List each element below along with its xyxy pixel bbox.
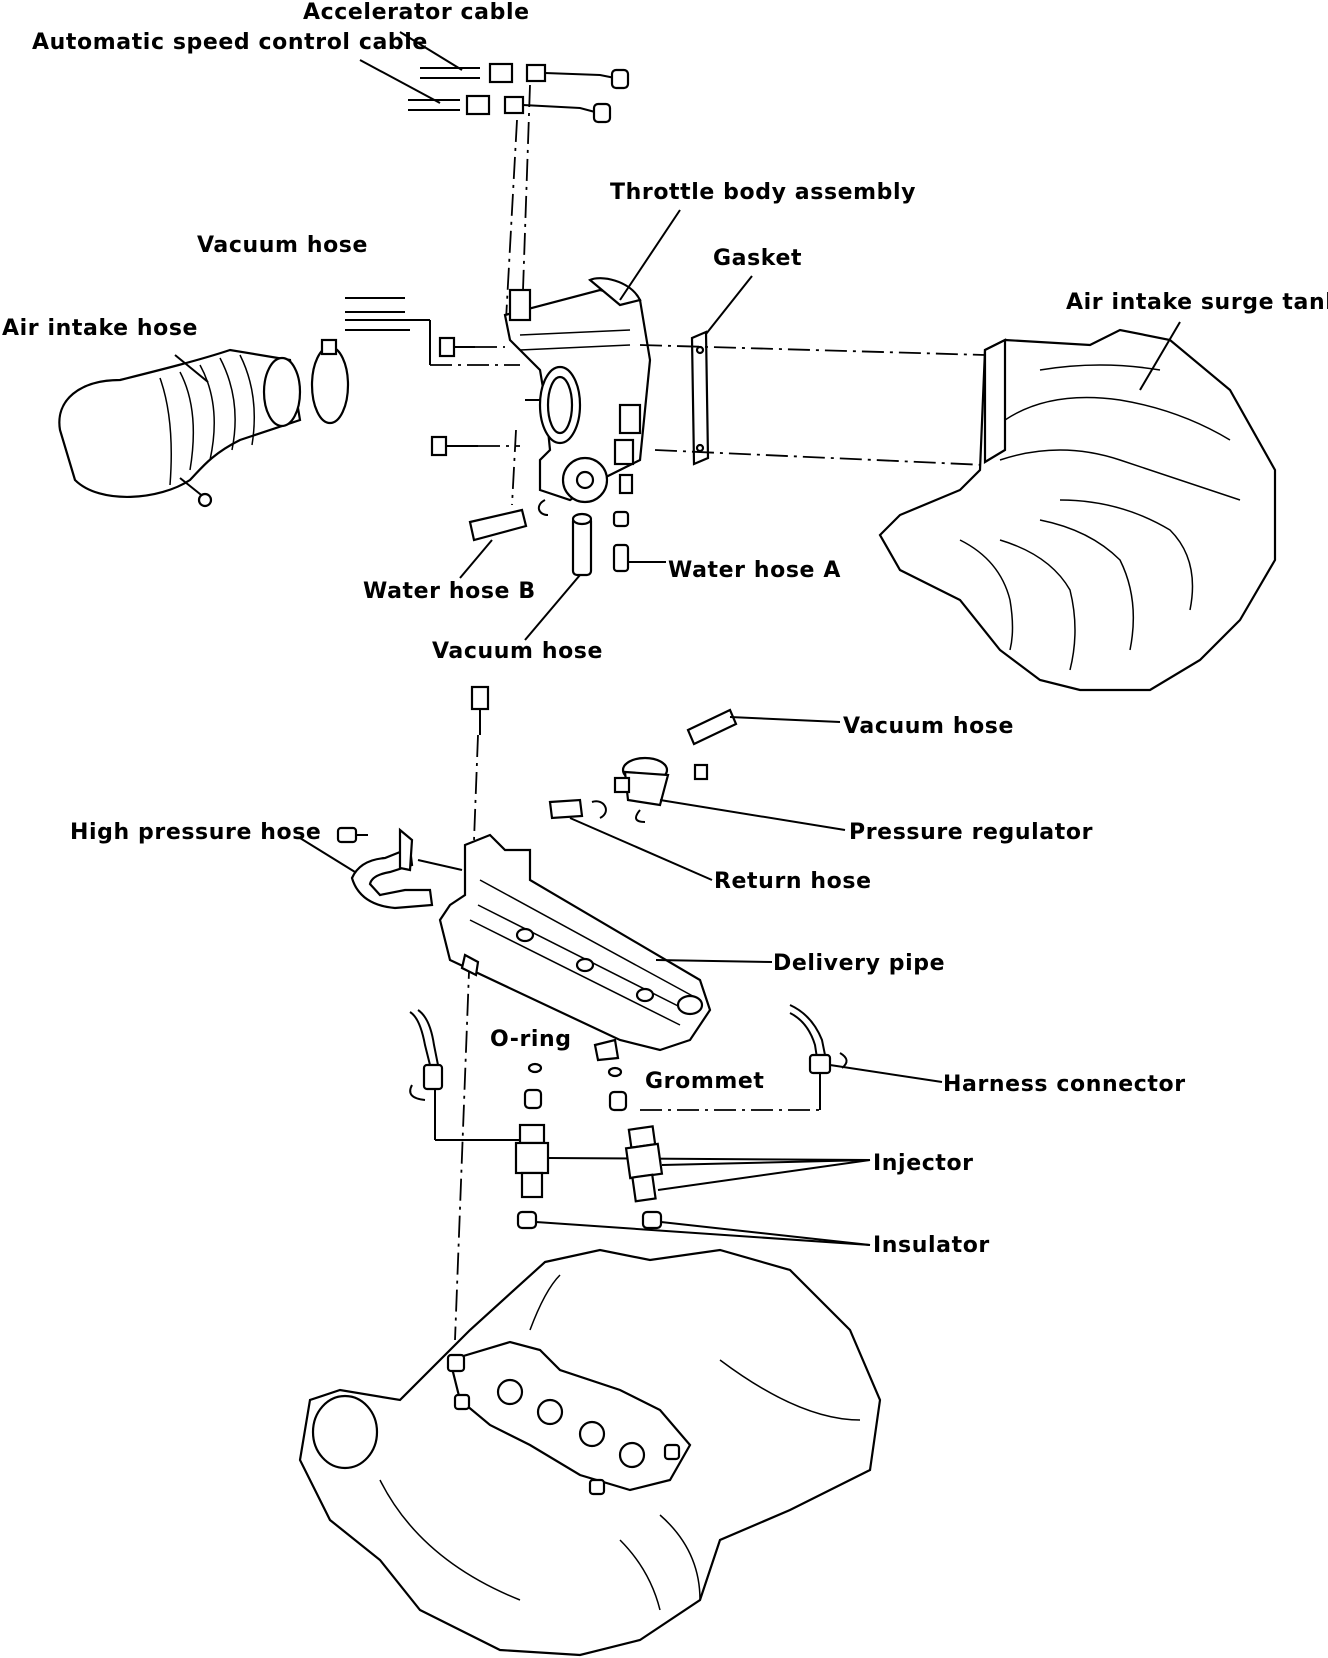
delivery-pipe-bolt (470, 685, 490, 735)
return-hose-part (548, 798, 713, 881)
label-automatic-speed-control-cable: Automatic speed control cable (32, 30, 428, 55)
vacuum-hose-regulator-part (686, 708, 841, 746)
label-harness-connector: Harness connector (943, 1072, 1186, 1097)
label-air-intake-surge-tank: Air intake surge tank (1066, 290, 1328, 315)
throttle-body-assembly (503, 209, 681, 504)
label-air-intake-hose: Air intake hose (2, 316, 198, 341)
gasket-guide-bottom (654, 449, 986, 466)
label-water-hose-a: Water hose A (668, 558, 841, 583)
insulator-part (516, 1210, 871, 1246)
grommet-part (523, 1088, 628, 1112)
o-ring-part (527, 1062, 623, 1078)
accelerator-cable (399, 31, 630, 90)
vacuum-hose-mid-part (524, 512, 593, 641)
intake-clamp (310, 338, 350, 425)
throttle-guide (511, 429, 517, 506)
cable-guide-line-2 (522, 84, 531, 291)
gasket-guide-top (639, 344, 986, 356)
high-pressure-hose-part (299, 826, 463, 910)
cable-guide-line (505, 119, 518, 321)
water-hose-b-part (459, 508, 528, 579)
delivery-pipe-part (438, 833, 773, 1062)
vacuum-hose-top-part (345, 297, 520, 366)
gasket-part (690, 275, 753, 466)
label-accelerator-cable: Accelerator cable (303, 0, 530, 25)
label-grommet: Grommet (645, 1069, 765, 1094)
injector-left (514, 1123, 871, 1199)
water-hose-a-part (612, 510, 666, 573)
label-vacuum-hose-regulator: Vacuum hose (843, 714, 1014, 739)
air-intake-hose (58, 348, 302, 508)
label-high-pressure-hose: High pressure hose (70, 820, 321, 845)
label-throttle-body-assembly: Throttle body assembly (610, 180, 916, 205)
bolt-guide-line (454, 734, 479, 1341)
label-o-ring: O-ring (490, 1027, 572, 1052)
label-gasket: Gasket (713, 246, 802, 271)
air-intake-surge-tank-part (878, 321, 1277, 692)
label-injector: Injector (873, 1151, 974, 1176)
pressure-regulator-part (613, 756, 846, 831)
label-water-hose-b: Water hose B (363, 579, 536, 604)
left-harness-connector-part (409, 1009, 525, 1141)
label-pressure-regulator: Pressure regulator (849, 820, 1093, 845)
engine-cylinder-head (298, 1248, 882, 1657)
injector-right (624, 1125, 871, 1203)
right-harness-connector-part (640, 1004, 943, 1111)
label-vacuum-hose-mid: Vacuum hose (432, 639, 603, 664)
label-delivery-pipe: Delivery pipe (773, 951, 945, 976)
label-return-hose: Return hose (714, 869, 872, 894)
throttle-bolt-1 (438, 336, 505, 358)
throttle-bolt-2 (430, 435, 520, 457)
automatic-speed-control-cable (359, 59, 612, 124)
label-vacuum-hose-top: Vacuum hose (197, 233, 368, 258)
label-insulator: Insulator (873, 1233, 990, 1258)
small-clip (537, 499, 549, 516)
